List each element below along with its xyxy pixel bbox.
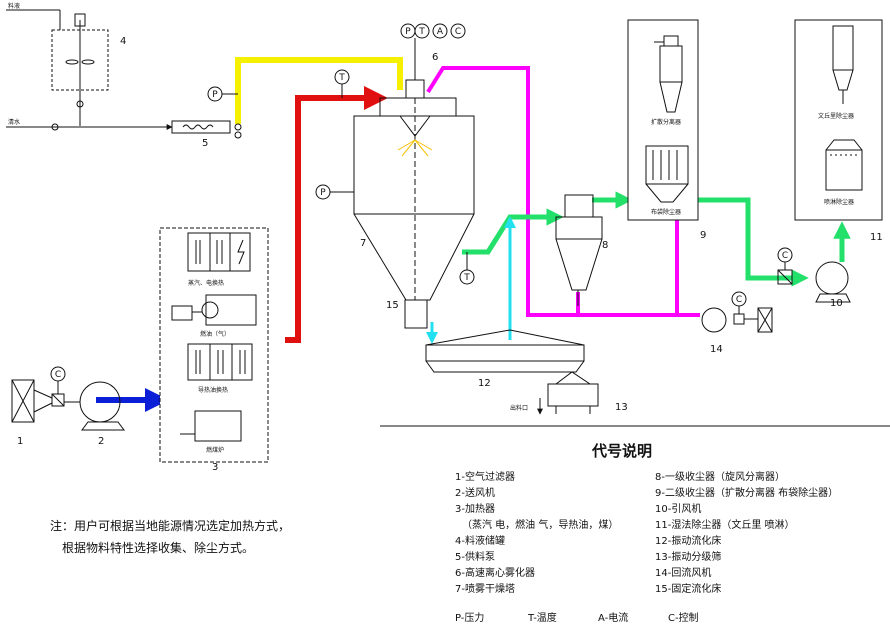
equip-number-4: 4 [120,36,126,47]
equip-number-6: 6 [432,52,438,63]
feed-pump-5 [171,120,242,139]
legend-item: 3-加热器 [455,502,495,515]
heater-label-thermal: 导热油换热 [198,386,228,394]
svg-text:C: C [55,370,61,380]
equip-number-9: 9 [700,230,706,241]
equip-number-5: 5 [202,138,208,149]
equip-number-15: 15 [386,300,399,311]
heater-label-steam: 蒸汽、电换热 [188,279,224,287]
legend-item: 13-振动分级筛 [655,550,721,563]
bag-filter-label: 布袋除尘器 [651,208,681,216]
equip-number-14: 14 [710,344,723,355]
legend-item: 9-二级收尘器（扩散分离器 布袋除尘器） [655,486,838,499]
legend-item: 7-喷雾干燥塔 [455,582,515,595]
svg-text:C: C [455,27,461,37]
clean-air-pipe-a [462,208,564,255]
instrument-c-fan10: C [777,247,793,270]
feed-in-label: 料液 [8,2,20,10]
venturi-icon [832,25,854,104]
legend-item: 5-供料泵 [455,550,495,563]
feed-pipe [235,57,403,124]
clean-air-pipe-c [694,197,809,287]
steam-heater-icon [187,232,251,272]
oil-gas-burner-icon [171,294,257,326]
svg-text:P: P [405,27,411,37]
legend-item: 8-一级收尘器（旋风分离器） [655,470,785,483]
hot-air-pipe [285,86,388,343]
legend-item: 4-料液储罐 [455,534,505,547]
svg-text:T: T [338,73,345,83]
code-current: A-电流 [598,611,628,624]
svg-text:A: A [437,27,444,37]
venturi-label: 文丘里除尘器 [818,112,854,120]
equip-number-7: 7 [360,238,366,249]
code-pressure: P-压力 [455,611,484,624]
code-control: C-控制 [668,611,699,624]
legend-item: 11-湿法除尘器（文丘里 喷淋） [655,518,795,531]
heater-label-coal: 燃煤炉 [206,446,224,454]
legend-item: （蒸汽 电，燃油 气，导热油，煤） [462,518,618,531]
bag-filter-icon [645,145,689,203]
legend-codes: P-压力 T-温度 A-电流 C-控制 [455,611,699,624]
diffusion-separator-icon [654,35,683,113]
legend-item: 10-引风机 [655,502,701,515]
svg-text:C: C [736,295,742,305]
spray-pattern-icon [397,139,433,157]
diffusion-separator-label: 扩散分离器 [651,118,681,126]
water-in-label: 清水 [8,118,20,126]
legend-item: 15-固定流化床 [655,582,721,595]
svg-text:T: T [463,273,470,283]
equip-number-3: 3 [212,462,218,473]
spray-drying-tower-7 [353,79,475,329]
note-line-1: 注：用户可根据当地能源情况选定加热方式， [50,518,290,533]
legend-item: 2-送风机 [455,486,495,499]
legend-item: 1-空气过滤器 [455,470,515,483]
spray-tower-icon [825,139,863,191]
exhaust-pipe [426,66,700,317]
spray-tower-label: 喷淋除尘器 [824,198,854,206]
discharge-label: 出料口 [510,404,528,412]
note-line-2: 根据物料特性选择收集、除尘方式。 [62,540,254,555]
equip-number-13: 13 [615,402,628,413]
recycle-fan-14 [701,307,773,333]
equip-number-12: 12 [478,378,491,389]
wet-scrubber-box-11 [794,19,883,221]
vibrating-screen-13 [547,371,599,414]
feed-tank-4 [6,9,160,131]
code-temperature: T-温度 [527,611,557,624]
equip-number-11: 11 [870,232,883,243]
air-filter-1 [11,379,65,423]
svg-text:P: P [212,90,218,100]
legend-left-column: 1-空气过滤器 2-送风机 3-加热器 （蒸汽 电，燃油 气，导热油，煤） 4-… [455,470,618,595]
thermal-oil-heater-icon [187,343,253,381]
instrument-ptac-group: P T A C [400,23,466,80]
equip-number-10: 10 [830,298,843,309]
equip-number-1: 1 [17,436,23,447]
instrument-t-outlet: T [459,252,475,285]
legend-item: 12-振动流化床 [655,534,721,547]
cyclone-separator-8 [555,194,603,306]
instrument-p-feed: P [207,86,238,102]
vibrating-fluid-bed-12 [425,329,585,373]
instrument-c-fan14: C [731,291,747,314]
supply-blower-2 [64,381,125,431]
instrument-t-hot-air: T [334,69,350,98]
coal-furnace-icon [180,410,242,442]
legend-right-column: 8-一级收尘器（旋风分离器） 9-二级收尘器（扩散分离器 布袋除尘器） 10-引… [655,470,838,595]
instrument-c-blower: C [50,366,66,382]
equip-number-2: 2 [98,436,104,447]
svg-text:C: C [782,251,788,261]
svg-text:P: P [320,188,326,198]
heater-label-oil: 燃油（气） [200,330,230,338]
legend-item: 14-回流风机 [655,566,711,579]
legend-item: 6-高速离心雾化器 [455,566,535,579]
equip-number-8: 8 [602,240,608,251]
legend-title: 代号说明 [591,442,652,460]
svg-text:T: T [418,27,425,37]
instrument-p-tower: P [315,184,354,200]
induced-fan-10 [777,261,851,303]
